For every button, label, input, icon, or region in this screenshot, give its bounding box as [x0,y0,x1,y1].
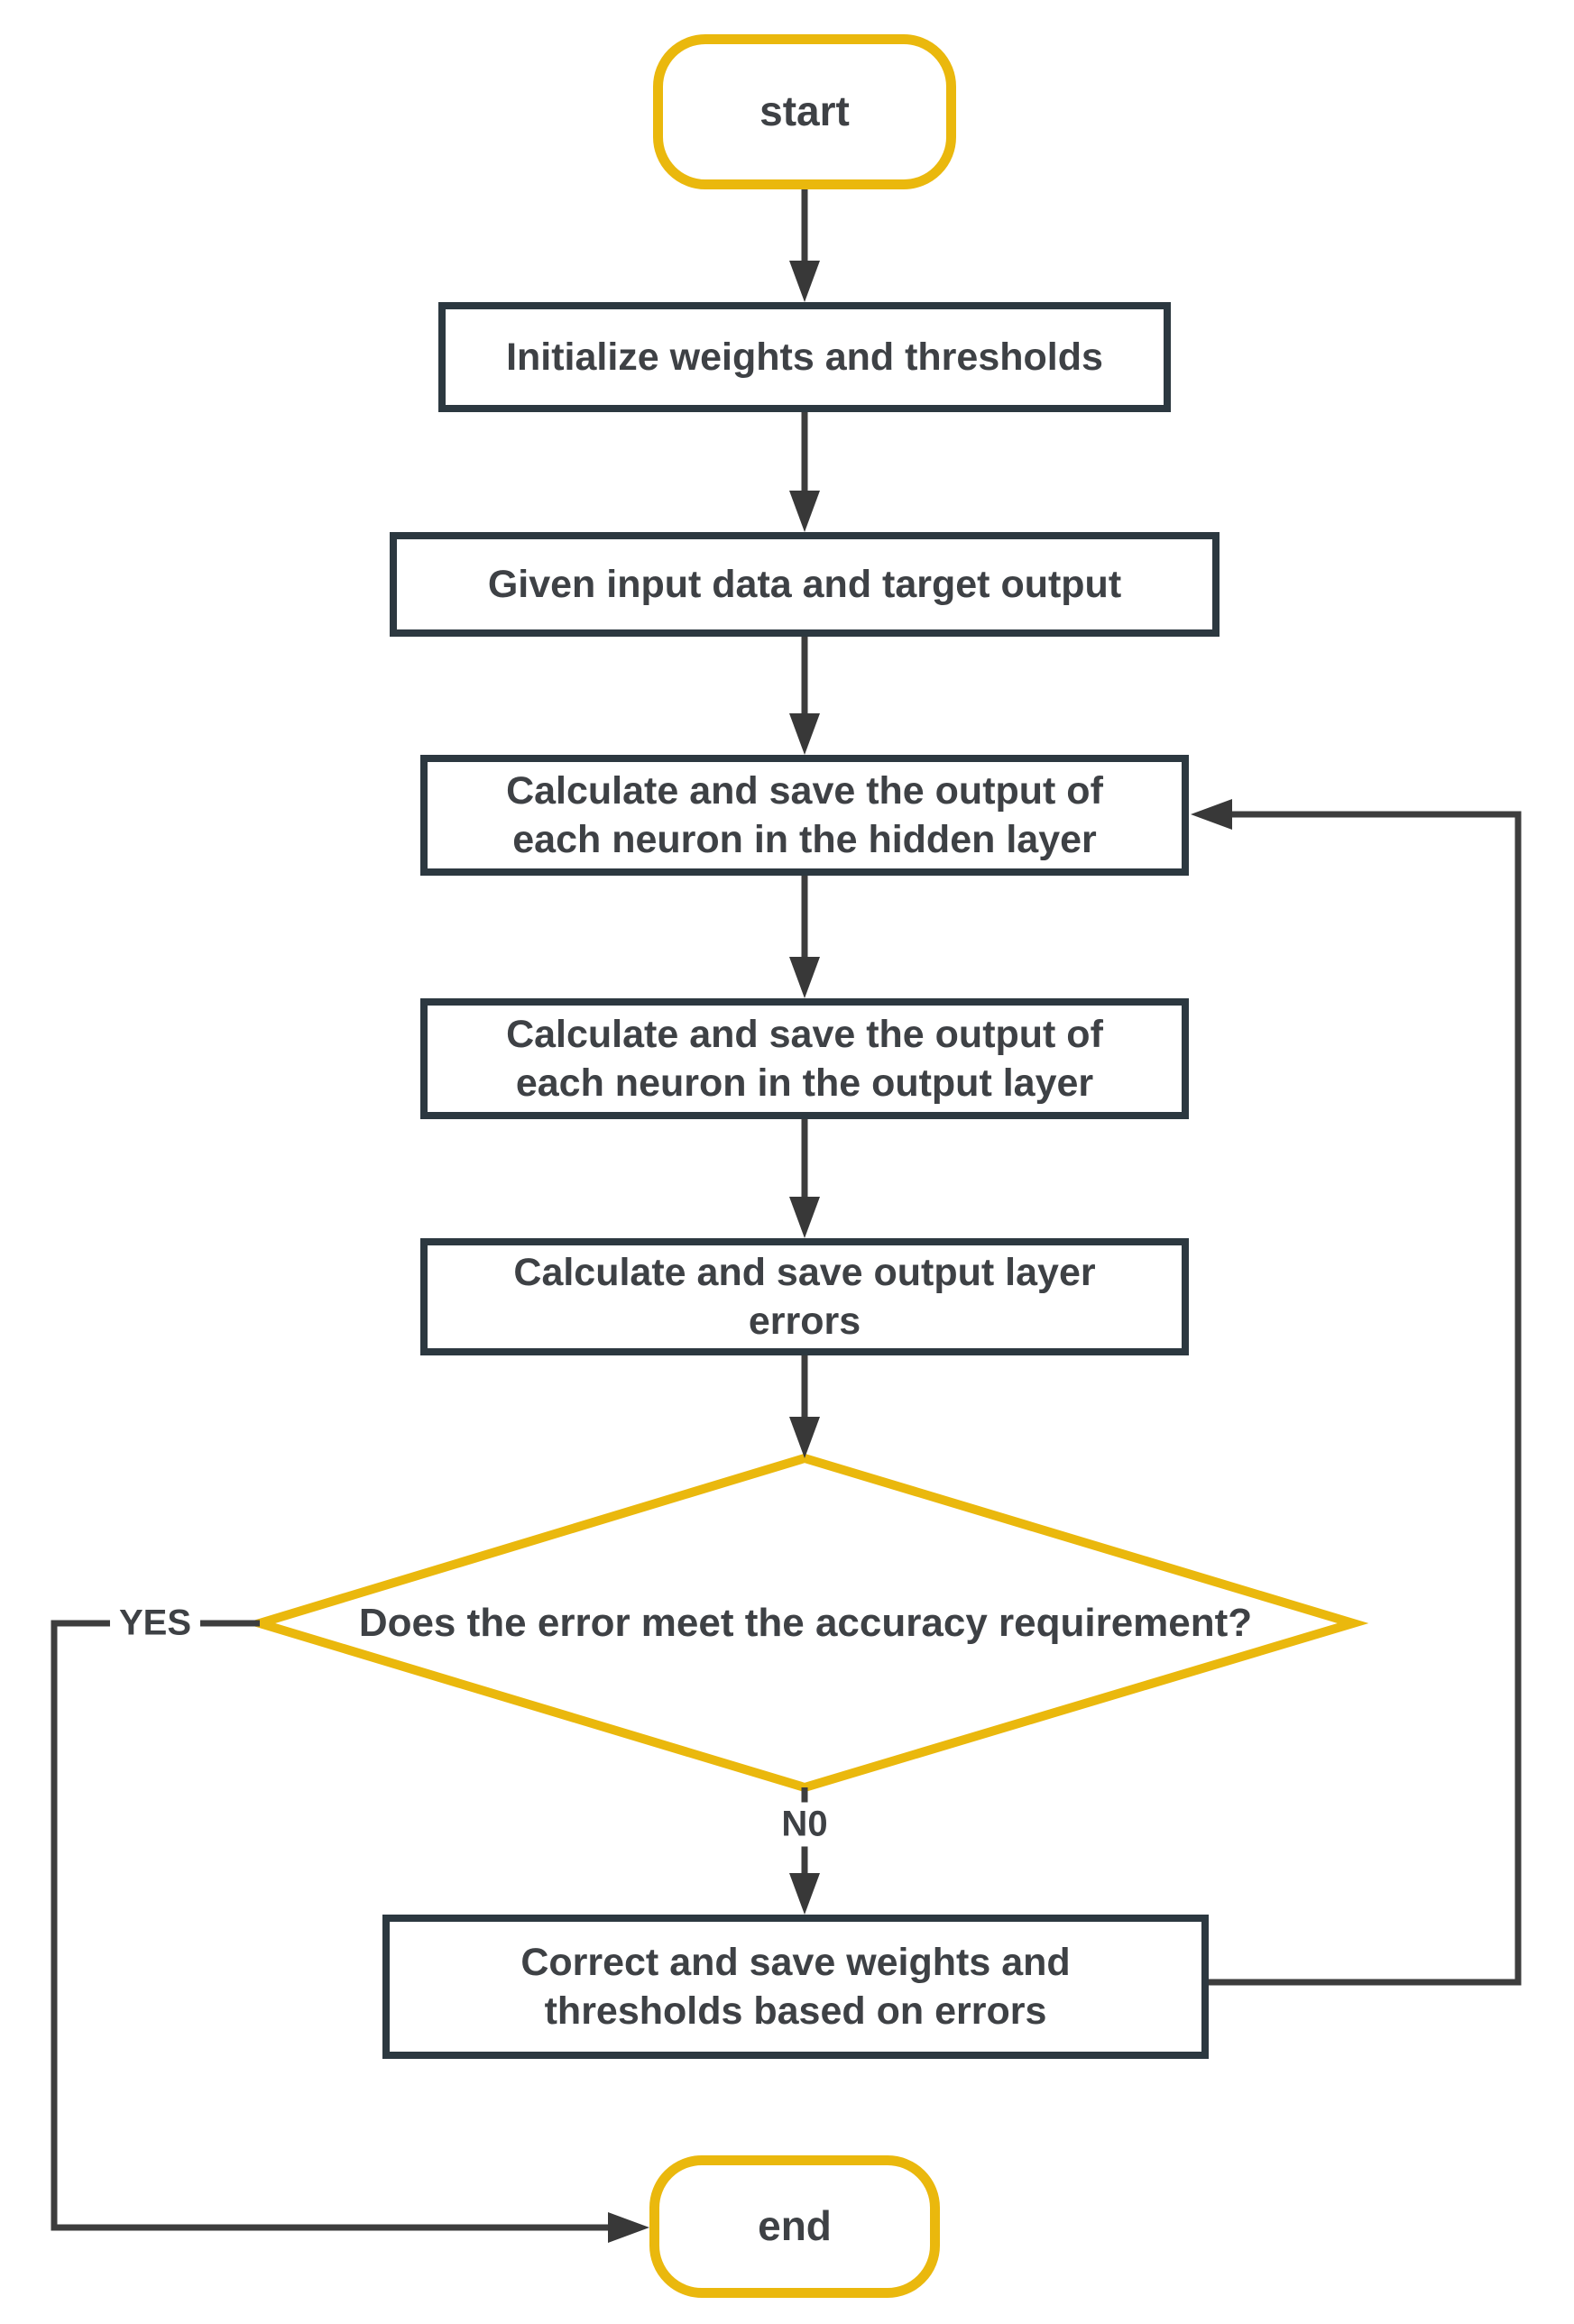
node-initialize: Initialize weights and thresholds [438,302,1171,412]
edge-label-no: N0 [772,1802,837,1847]
node-hidden-layer-output: Calculate and save the output of each ne… [420,755,1189,876]
edge-start-init-arrowhead [789,261,820,302]
node-end: end [649,2155,940,2298]
node-end-label: end [758,2202,832,2250]
node-correct-weights-line2: thresholds based on errors [544,1989,1047,2033]
edge-decision-correct-arrowhead [789,1873,820,1915]
edge-label-yes: YES [109,1601,201,1646]
edge-hidden-output-arrowhead [789,957,820,998]
edge-correct-hidden [1209,811,1522,1986]
node-correct-weights: Correct and save weights and thresholds … [382,1915,1209,2059]
node-correct-weights-line1: Correct and save weights and [520,1940,1071,1984]
edge-correct-hidden-arrowhead [1191,799,1232,830]
edge-decision-end-arrowhead [608,2212,649,2243]
node-output-errors-line1: Calculate and save output layer [513,1250,1096,1294]
node-given-input-label: Given input data and target output [487,562,1122,606]
node-decision-label: Does the error meet the accuracy require… [358,1601,1253,1645]
node-hidden-layer-line2: each neuron in the hidden layer [512,818,1097,861]
node-start-label: start [759,87,850,135]
node-output-layer-line1: Calculate and save the output of [506,1012,1103,1056]
node-initialize-label: Initialize weights and thresholds [506,335,1103,379]
node-hidden-layer-line1: Calculate and save the output of [506,768,1103,813]
node-output-layer-output: Calculate and save the output of each ne… [420,998,1189,1119]
edge-init-given-arrowhead [789,491,820,532]
edge-output-errors-arrowhead [789,1197,820,1238]
node-output-layer-line2: each neuron in the output layer [515,1061,1094,1105]
node-start: start [653,34,956,189]
node-output-errors-line2: errors [748,1300,861,1343]
node-given-input: Given input data and target output [390,532,1220,637]
edge-errors-decision-arrowhead [789,1417,820,1458]
node-output-errors: Calculate and save output layer errors [420,1238,1189,1355]
edge-given-hidden-arrowhead [789,713,820,755]
